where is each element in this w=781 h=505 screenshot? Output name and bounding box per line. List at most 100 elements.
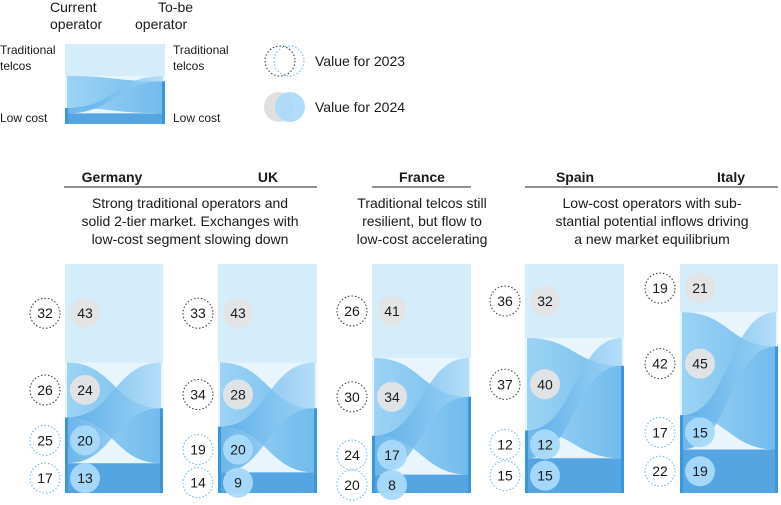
uk-2023-traditional-to-lowcost: 34: [182, 379, 214, 411]
uk-2023-traditional-to-traditional: 33: [182, 297, 214, 329]
italy-2024-circle-lowcost-to-lowcost: [685, 456, 715, 487]
legend-2024-symbol: [264, 92, 305, 122]
spain-2023-circle-traditional-to-lowcost: [489, 368, 521, 400]
spain-2024-value-lowcost-to-lowcost: 15: [537, 468, 553, 484]
legend-left-traditional-line1: Traditional: [0, 43, 56, 57]
italy-node-left-lowcost: [680, 415, 683, 493]
spain-2023-value-traditional-to-lowcost: 37: [497, 376, 513, 392]
legend-left-traditional-line2: telcos: [0, 59, 31, 73]
uk-2024-circle-lowcost-to-lowcost: [223, 467, 253, 498]
legend: Current operator To-be operator Traditio…: [0, 0, 405, 125]
uk-2023-circle-traditional-to-lowcost: [182, 379, 214, 411]
italy-2024-circle-traditional-to-traditional: [685, 273, 715, 304]
france-2024-circle-traditional-to-traditional: [377, 295, 407, 326]
legend-left-lowcost: Low cost: [0, 111, 48, 125]
uk-2023-circle-lowcost-to-traditional: [182, 433, 214, 465]
germany-2023-circle-lowcost-to-traditional: [29, 424, 61, 456]
spain-2024-value-traditional-to-lowcost: 40: [537, 376, 553, 392]
uk-2023-value-traditional-to-lowcost: 34: [190, 387, 206, 403]
italy-2023-value-traditional-to-lowcost: 42: [652, 356, 668, 372]
germany-2024-value-traditional-to-lowcost: 24: [77, 382, 93, 398]
caption-france-line3: low-cost accelerating: [357, 231, 488, 247]
spain-node-right-lowcost: [621, 365, 624, 493]
spain-2023-circle-lowcost-to-traditional: [489, 428, 521, 460]
france-2023-circle-lowcost-to-traditional: [336, 439, 368, 471]
france-2023-value-traditional-to-lowcost: 30: [344, 389, 360, 405]
italy-flow-lowcost-to-traditional: [681, 312, 777, 450]
spain-2023-lowcost-to-traditional: 12: [489, 428, 521, 460]
spain-2024-circle-traditional-to-traditional: [530, 286, 560, 317]
italy-2023-lowcost-to-traditional: 17: [644, 416, 676, 448]
france-2023-lowcost-to-traditional: 24: [336, 439, 368, 471]
italy-2024-value-traditional-to-lowcost: 45: [692, 356, 708, 372]
uk-2024-circle-lowcost-to-traditional: [223, 434, 253, 465]
spain-2023-value-lowcost-to-lowcost: 15: [497, 468, 513, 484]
italy-2023-circle-lowcost-to-lowcost: [644, 455, 676, 487]
germany-2024-circle-traditional-to-lowcost: [70, 374, 100, 405]
uk-node-right-lowcost: [314, 408, 317, 493]
france-2024-circle-lowcost-to-lowcost: [377, 470, 407, 500]
caption-spain-italy-line3: a new market equilibrium: [574, 231, 730, 247]
spain-2024-circle-traditional-to-lowcost: [530, 369, 560, 400]
germany-2024-value-lowcost-to-lowcost: 13: [77, 470, 93, 486]
uk-2024-value-lowcost-to-traditional: 20: [230, 441, 246, 457]
legend-tobe-operator-line1: To-be: [158, 0, 193, 15]
spain-2024-circle-lowcost-to-traditional: [530, 429, 560, 460]
uk-2024-value-traditional-to-lowcost: 28: [230, 387, 246, 403]
france-2023-circle-traditional-to-lowcost: [336, 381, 368, 413]
germany-2023-traditional-to-traditional: 32: [29, 297, 61, 329]
uk-2023-value-traditional-to-traditional: 33: [190, 305, 206, 321]
spain-2023-value-lowcost-to-traditional: 12: [497, 436, 513, 452]
spain-2023-circle-lowcost-to-lowcost: [489, 460, 521, 492]
germany-2023-lowcost-to-traditional: 25: [29, 424, 61, 456]
uk-2023-lowcost-to-lowcost: 14: [182, 467, 214, 499]
legend-node-right-lowcost: [162, 81, 165, 124]
uk-2024-circle-traditional-to-lowcost: [223, 379, 253, 410]
france-2023-value-traditional-to-traditional: 26: [344, 303, 360, 319]
uk-2023-circle-lowcost-to-lowcost: [182, 467, 214, 499]
italy-2023-lowcost-to-lowcost: 22: [644, 455, 676, 487]
italy-2023-circle-traditional-to-traditional: [644, 272, 676, 304]
legend-current-operator-line1: Current: [50, 0, 97, 15]
france-2023-circle-traditional-to-traditional: [336, 295, 368, 327]
spain-node-left-lowcost: [525, 430, 528, 493]
uk-node-left-lowcost: [218, 426, 221, 493]
italy-2023-circle-lowcost-to-traditional: [644, 416, 676, 448]
france-node-right-lowcost: [468, 396, 471, 493]
header-italy: Italy: [717, 169, 745, 185]
france-2023-lowcost-to-lowcost: 20: [336, 469, 368, 501]
italy-2024-value-traditional-to-traditional: 21: [692, 280, 708, 296]
italy-2023-value-lowcost-to-traditional: 17: [652, 424, 668, 440]
legend-tobe-operator-line2: operator: [135, 16, 187, 32]
germany-2023-traditional-to-lowcost: 26: [29, 374, 61, 406]
italy-2023-value-lowcost-to-lowcost: 22: [652, 463, 668, 479]
caption-spain-italy-line1: Low-cost operators with sub-: [563, 195, 742, 211]
legend-right-traditional-line2: telcos: [173, 59, 204, 73]
france-2024-circle-traditional-to-lowcost: [377, 381, 407, 412]
spain-2024-value-traditional-to-traditional: 32: [537, 293, 553, 309]
caption-germany-uk-line3: low-cost segment slowing down: [92, 231, 289, 247]
caption-spain-italy-line2: stantial potential inflows driving: [556, 213, 749, 229]
legend-node-left-lowcost: [65, 108, 68, 124]
uk-2024-value-traditional-to-traditional: 43: [230, 305, 246, 321]
france-node-left-lowcost: [372, 435, 375, 493]
uk-2024-circle-traditional-to-traditional: [223, 298, 253, 329]
legend-2023-label: Value for 2023: [315, 53, 405, 69]
uk-2023-value-lowcost-to-lowcost: 14: [190, 475, 206, 491]
germany-2024-circle-traditional-to-traditional: [70, 298, 100, 329]
uk-2023-value-lowcost-to-traditional: 19: [190, 441, 206, 457]
germany-2024-circle-lowcost-to-lowcost: [70, 463, 100, 494]
germany-2023-circle-traditional-to-traditional: [29, 297, 61, 329]
italy-2023-traditional-to-lowcost: 42: [644, 348, 676, 380]
caption-germany-uk-line1: Strong traditional operators and: [92, 195, 288, 211]
italy-2024-circle-traditional-to-lowcost: [685, 348, 715, 379]
germany-2024-value-traditional-to-traditional: 43: [77, 305, 93, 321]
france-2023-traditional-to-traditional: 26: [336, 295, 368, 327]
spain-2023-lowcost-to-lowcost: 15: [489, 460, 521, 492]
spain-2024-value-lowcost-to-traditional: 12: [537, 436, 553, 452]
